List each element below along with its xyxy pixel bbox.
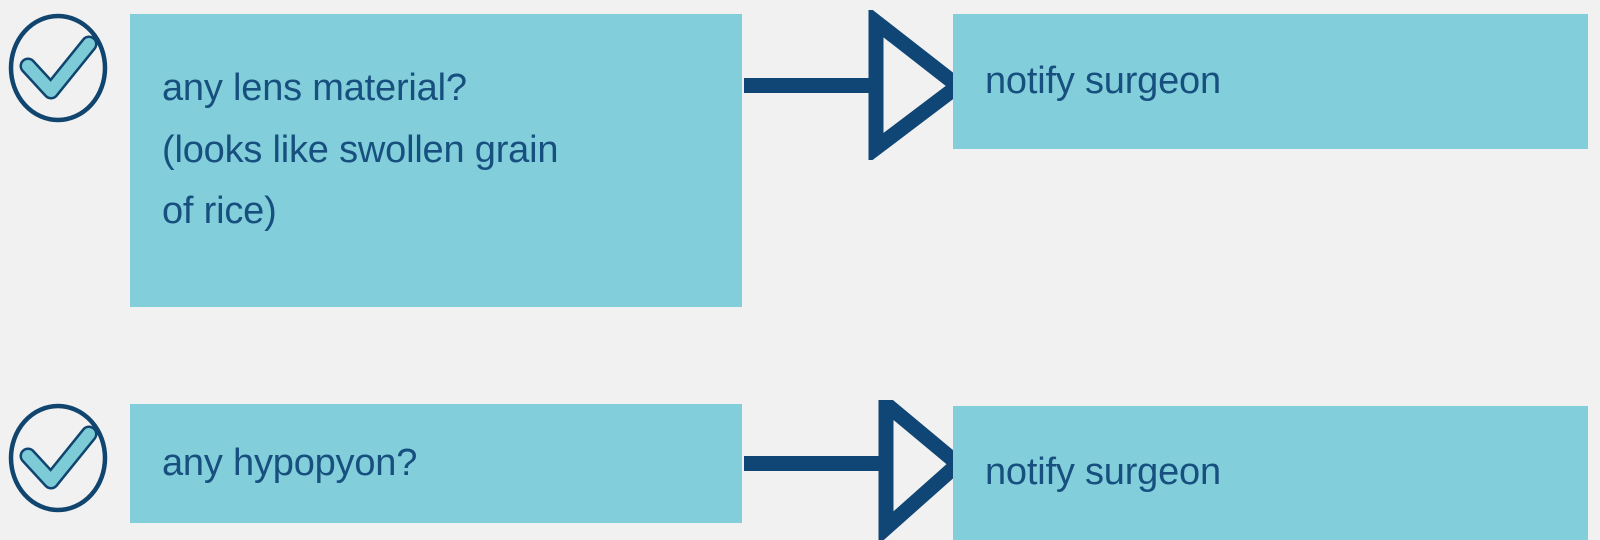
action-node-notify-surgeon-1[interactable]: notify surgeon xyxy=(953,14,1588,149)
check-circle-icon xyxy=(6,10,110,126)
decision-node-hypopyon[interactable]: any hypopyon? xyxy=(130,404,742,523)
arrow-right-icon xyxy=(742,400,964,540)
decision-node-hypopyon-label: any hypopyon? xyxy=(162,441,418,484)
decision-node-lens-material-label: any lens material? (looks like swollen g… xyxy=(162,67,559,233)
check-circle-icon xyxy=(6,400,110,516)
action-node-notify-surgeon-2[interactable]: notify surgeon xyxy=(953,406,1588,540)
action-node-notify-surgeon-1-label: notify surgeon xyxy=(985,59,1221,102)
arrow-right-icon xyxy=(742,10,964,160)
action-node-notify-surgeon-2-label: notify surgeon xyxy=(985,451,1221,494)
decision-node-lens-material[interactable]: any lens material? (looks like swollen g… xyxy=(130,14,742,307)
